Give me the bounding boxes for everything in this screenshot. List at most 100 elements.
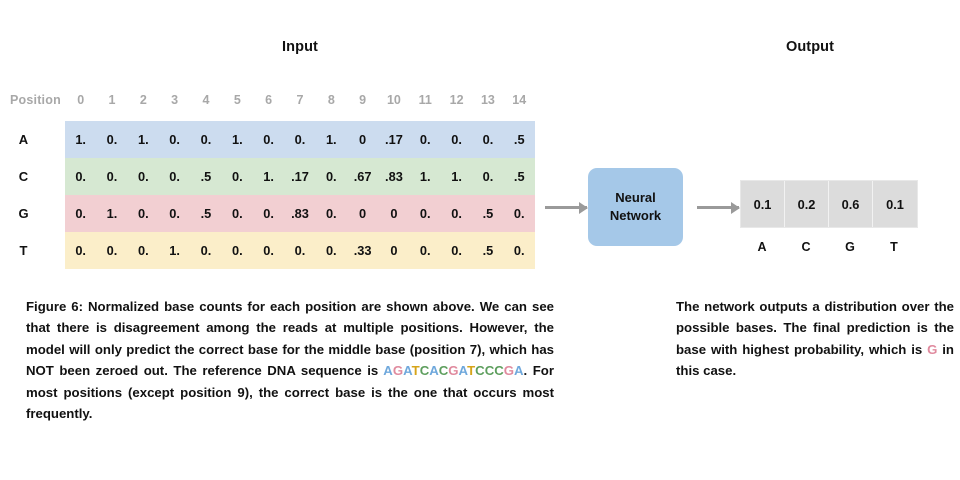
position-header-9: 9: [359, 93, 367, 107]
dna-base-A: A: [514, 363, 524, 379]
matrix-cell-G-1: 1.: [106, 206, 118, 221]
matrix-cell-T-3: 1.: [169, 243, 180, 258]
dna-base-A: A: [429, 363, 439, 379]
output-base-label-C: C: [801, 240, 811, 254]
position-header-2: 2: [139, 93, 147, 107]
dna-base-G: G: [503, 363, 515, 379]
matrix-cell-G-5: 0.: [231, 206, 243, 221]
matrix-cell-C-13: 0.: [482, 169, 494, 184]
dna-base-G: G: [392, 363, 404, 379]
matrix-cell-A-7: 0.: [294, 132, 306, 147]
matrix-row-label-C: C: [18, 169, 29, 184]
dna-base-T: T: [467, 363, 476, 379]
dna-base-A: A: [458, 363, 468, 379]
output-probability-C: 0.2: [785, 181, 829, 227]
matrix-cell-G-7: .83: [291, 206, 309, 221]
matrix-row-label-G: G: [18, 206, 29, 221]
matrix-cell-T-10: 0: [390, 243, 398, 258]
position-header-10: 10: [386, 93, 401, 107]
matrix-cell-C-11: 1.: [419, 169, 431, 184]
matrix-cell-G-14: 0.: [513, 206, 525, 221]
matrix-cell-A-1: 0.: [106, 132, 118, 147]
matrix-cell-G-10: 0: [390, 206, 398, 221]
position-header-11: 11: [418, 93, 432, 107]
caption-right-highlight-base: G: [927, 341, 938, 357]
matrix-cell-T-12: 0.: [451, 243, 462, 258]
matrix-cell-G-6: 0.: [263, 206, 274, 221]
position-axis-label: Position: [10, 93, 61, 107]
dna-base-A: A: [403, 363, 412, 379]
matrix-cell-C-14: .5: [513, 169, 525, 184]
matrix-cell-C-1: 0.: [106, 169, 118, 184]
figure-caption-right: The network outputs a distribution over …: [676, 296, 954, 382]
matrix-row-label-T: T: [19, 243, 28, 258]
output-section-title: Output: [785, 39, 835, 55]
caption-right-text-1: The network outputs a distribution over …: [676, 299, 954, 357]
matrix-cell-A-12: 0.: [451, 132, 462, 147]
matrix-cell-A-5: 1.: [231, 132, 243, 147]
matrix-cell-C-12: 1.: [451, 169, 462, 184]
output-base-label-A: A: [757, 240, 767, 254]
position-header-14: 14: [512, 93, 527, 107]
output-base-label-G: G: [845, 240, 855, 254]
matrix-cell-T-9: .33: [353, 243, 372, 258]
matrix-cell-T-2: 0.: [137, 243, 149, 258]
output-probability-G: 0.6: [829, 181, 873, 227]
position-header-0: 0: [77, 93, 85, 107]
dna-base-A: A: [383, 363, 393, 379]
position-header-13: 13: [480, 93, 495, 107]
matrix-cell-C-8: 0.: [325, 169, 337, 184]
output-base-label-T: T: [890, 240, 898, 254]
position-header-3: 3: [171, 93, 179, 107]
matrix-cell-T-1: 0.: [106, 243, 118, 258]
output-probability-A: 0.1: [741, 181, 785, 227]
matrix-cell-A-13: 0.: [482, 132, 494, 147]
matrix-cell-T-5: 0.: [231, 243, 243, 258]
matrix-cell-A-10: .17: [385, 132, 403, 147]
matrix-cell-A-11: 0.: [419, 132, 431, 147]
position-header-8: 8: [327, 93, 335, 107]
matrix-cell-C-10: .83: [385, 169, 403, 184]
caption-right-text-2: in this case.: [676, 341, 954, 379]
matrix-cell-C-5: 0.: [231, 169, 243, 184]
matrix-cell-T-7: 0.: [294, 243, 306, 258]
matrix-cell-A-0: 1.: [75, 132, 86, 147]
matrix-cell-T-4: 0.: [200, 243, 212, 258]
matrix-cell-G-13: .5: [482, 206, 494, 221]
matrix-cell-A-14: .5: [513, 132, 525, 147]
caption-left-text-1: Figure 6: Normalized base counts for eac…: [26, 299, 554, 379]
matrix-cell-C-0: 0.: [75, 169, 86, 184]
matrix-cell-A-9: 0: [359, 132, 367, 147]
neural-network-block: Neural Network: [588, 168, 683, 246]
dna-base-C: C: [494, 363, 504, 379]
neural-network-label-line2: Network: [609, 208, 662, 223]
matrix-cell-T-8: 0.: [325, 243, 337, 258]
caption-left-text-2: . For most positions (except position 9)…: [26, 363, 554, 421]
input-section-title: Input: [282, 39, 318, 55]
dna-base-C: C: [475, 363, 485, 379]
matrix-cell-G-12: 0.: [451, 206, 462, 221]
position-header-12: 12: [449, 93, 464, 107]
dna-base-C: C: [484, 363, 495, 379]
arrow-input-to-network-icon: [545, 206, 587, 209]
output-probability-T: 0.1: [886, 196, 904, 212]
neural-network-label-line1: Neural: [615, 189, 656, 205]
matrix-cell-T-11: 0.: [419, 243, 431, 258]
figure-caption-left: Figure 6: Normalized base counts for eac…: [26, 296, 554, 424]
dna-base-G: G: [448, 363, 459, 379]
position-header-1: 1: [108, 93, 116, 107]
matrix-cell-T-0: 0.: [75, 243, 86, 258]
position-header-7: 7: [296, 93, 304, 107]
